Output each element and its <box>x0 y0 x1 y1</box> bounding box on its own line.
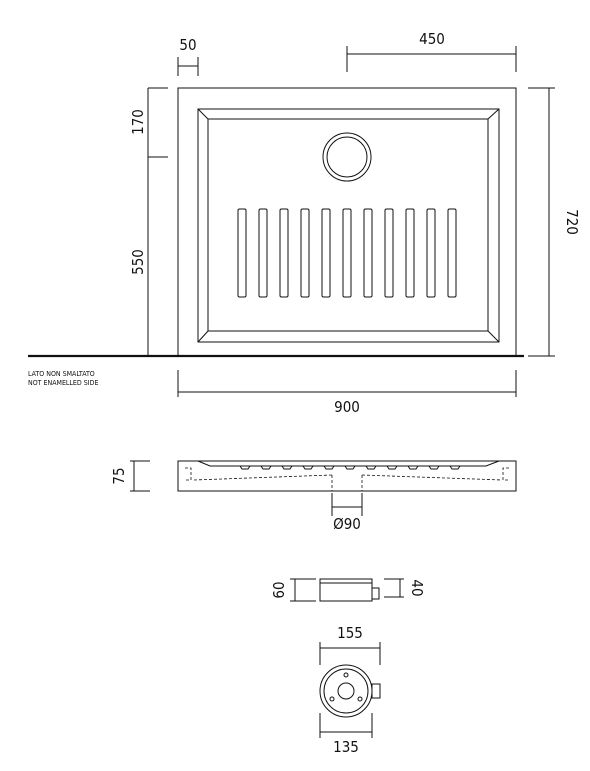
rib-slot <box>363 208 373 298</box>
waste-ring-mid <box>323 668 369 714</box>
dim-height: 720 <box>528 87 581 357</box>
rib-slot <box>300 208 310 298</box>
section-ribs <box>239 465 461 470</box>
dim-width-label: 900 <box>334 398 360 416</box>
dim-depth-label: 75 <box>110 467 128 484</box>
section-outline <box>177 460 517 492</box>
note-english: NOT ENAMELLED SIDE <box>28 379 98 387</box>
waste-screw-3 <box>357 696 363 702</box>
dim-waste-left-label: 60 <box>270 581 288 598</box>
rib-slot <box>279 208 289 298</box>
dim-left-vertical: 170 550 <box>129 87 168 357</box>
dim-rim-label: 50 <box>179 36 196 54</box>
waste-top-outlet <box>371 683 381 699</box>
section-view: 75 Ø90 <box>110 460 517 533</box>
dim-waste-right-label: 40 <box>408 579 426 596</box>
dim-bottom-label: 550 <box>129 249 147 275</box>
section-rib <box>386 465 398 470</box>
dim-waste-right: 40 <box>384 578 426 598</box>
dim-top-label: 170 <box>129 109 147 135</box>
rib-slot <box>405 208 415 298</box>
dim-waste-inner-label: 135 <box>333 738 359 756</box>
section-rib <box>281 465 293 470</box>
section-underside <box>193 474 503 481</box>
waste-body <box>319 578 373 602</box>
section-rib <box>323 465 335 470</box>
section-basin-profile <box>197 460 500 467</box>
top-view: LATO NON SMALTATO NOT ENAMELLED SIDE 50 … <box>28 30 581 416</box>
rib-slot <box>426 208 436 298</box>
dim-waste-left: 60 <box>270 578 316 602</box>
rib-slot <box>447 208 457 298</box>
rib-slot <box>258 208 268 298</box>
dim-rim: 50 <box>177 36 199 76</box>
waste-ring-inner <box>337 682 355 700</box>
section-rib <box>260 465 272 470</box>
rib-slot <box>237 208 247 298</box>
dim-drain: Ø90 <box>331 493 363 533</box>
dim-waste-outer-label: 155 <box>337 624 363 642</box>
section-rib <box>344 465 356 470</box>
anti-slip-ribs <box>237 208 457 298</box>
dim-drain-label: Ø90 <box>333 515 361 533</box>
dim-depth: 75 <box>110 460 150 492</box>
drain-outer <box>322 132 372 182</box>
rib-slot <box>384 208 394 298</box>
tray-outline <box>177 87 517 357</box>
note-italian: LATO NON SMALTATO <box>28 370 95 378</box>
basin-inner-outline <box>207 118 489 332</box>
section-rib <box>407 465 419 470</box>
section-rib <box>302 465 314 470</box>
section-rib <box>239 465 251 470</box>
section-rib <box>449 465 461 470</box>
rib-slot <box>342 208 352 298</box>
dim-waste-inner: 135 <box>319 713 373 756</box>
dim-width: 900 <box>177 370 517 416</box>
section-rib <box>428 465 440 470</box>
waste-top-view: 155 135 <box>319 624 381 756</box>
waste-side-view: 60 40 <box>270 578 426 602</box>
section-rib <box>365 465 377 470</box>
dim-offset-label: 450 <box>419 30 445 48</box>
basin-outline <box>197 108 500 343</box>
waste-screw-1 <box>343 672 349 678</box>
dim-height-label: 720 <box>563 209 581 235</box>
dim-waste-outer: 155 <box>319 624 381 665</box>
dim-offset: 450 <box>346 30 517 72</box>
waste-screw-2 <box>329 696 335 702</box>
rib-slot <box>321 208 331 298</box>
waste-outlet <box>371 587 380 600</box>
drain-inner <box>326 136 368 178</box>
